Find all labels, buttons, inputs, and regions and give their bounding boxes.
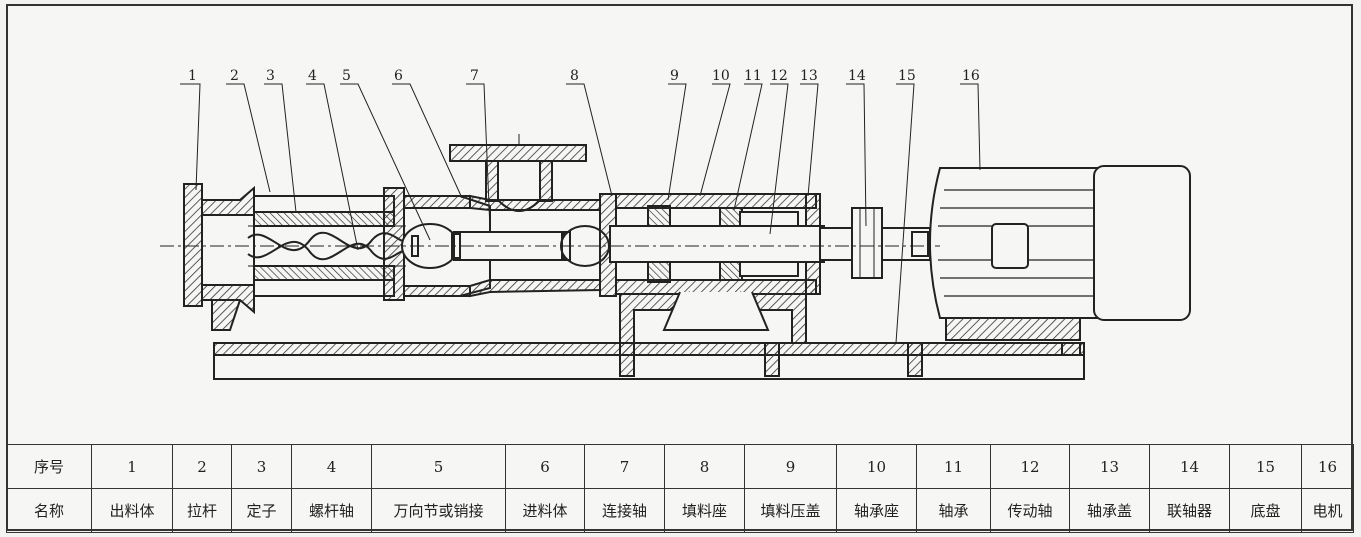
part-number-11: 11: [916, 444, 991, 489]
callout-9: 9: [670, 68, 679, 84]
part-number-9: 9: [744, 444, 837, 489]
part-number-15: 15: [1229, 444, 1302, 489]
callout-13: 13: [800, 68, 818, 84]
callout-6: 6: [394, 68, 403, 84]
part-name-3: 定子: [231, 488, 292, 533]
part-number-2: 2: [172, 444, 232, 489]
part-name-13: 轴承盖: [1069, 488, 1150, 533]
part-name-15: 底盘: [1229, 488, 1302, 533]
part-name-1: 出料体: [91, 488, 173, 533]
part-number-5: 5: [371, 444, 506, 489]
part-number-14: 14: [1149, 444, 1230, 489]
part-name-11: 轴承: [916, 488, 991, 533]
part-number-7: 7: [584, 444, 665, 489]
part-name-2: 拉杆: [172, 488, 232, 533]
callout-12: 12: [770, 68, 788, 84]
base-plate: [213, 342, 1085, 380]
bearing-housing: [599, 193, 825, 344]
part-number-1: 1: [91, 444, 173, 489]
row-name-header: 名称: [6, 488, 92, 533]
callout-labels: 1 2 3 4 5 6 7 8 9 10 11 12 13 14 15 16: [188, 68, 980, 84]
part-number-3: 3: [231, 444, 292, 489]
callout-7: 7: [470, 68, 479, 84]
part-name-12: 传动轴: [990, 488, 1070, 533]
part-name-14: 联轴器: [1149, 488, 1230, 533]
part-name-6: 进料体: [505, 488, 585, 533]
part-number-13: 13: [1069, 444, 1150, 489]
part-number-8: 8: [664, 444, 745, 489]
callout-2: 2: [230, 68, 239, 84]
part-number-16: 16: [1301, 444, 1354, 489]
part-name-9: 填料压盖: [744, 488, 837, 533]
callout-4: 4: [308, 68, 317, 84]
part-name-10: 轴承座: [836, 488, 917, 533]
part-number-4: 4: [291, 444, 372, 489]
callout-14: 14: [848, 68, 866, 84]
callout-16: 16: [962, 68, 980, 84]
part-number-12: 12: [990, 444, 1070, 489]
motor: [929, 165, 1191, 341]
part-name-4: 螺杆轴: [291, 488, 372, 533]
inlet-body: [403, 134, 601, 298]
number-row: 序号 1 2 3 4 5 6 7 8 9 10 11 12 13 14 15 1…: [6, 444, 1354, 489]
row-number-header: 序号: [6, 444, 92, 489]
callout-5: 5: [342, 68, 351, 84]
part-name-8: 填料座: [664, 488, 745, 533]
part-name-5: 万向节或销接: [371, 488, 506, 533]
callout-11: 11: [744, 68, 762, 84]
callout-15: 15: [898, 68, 916, 84]
callout-3: 3: [266, 68, 275, 84]
parts-table: 序号 1 2 3 4 5 6 7 8 9 10 11 12 13 14 15 1…: [6, 444, 1354, 533]
drive-shaft: [819, 207, 931, 279]
part-name-16: 电机: [1301, 488, 1354, 533]
part-number-10: 10: [836, 444, 917, 489]
callout-10: 10: [712, 68, 730, 84]
screw-rotor: [247, 225, 407, 267]
callout-8: 8: [570, 68, 579, 84]
pump-assembly-drawing: 1 2 3 4 5 6 7 8 9 10 11 12 13 14 15 16: [160, 68, 1191, 380]
outlet-body: [183, 183, 255, 331]
leader-lines: [180, 83, 981, 344]
part-number-6: 6: [505, 444, 585, 489]
name-row: 名称 出料体 拉杆 定子 螺杆轴 万向节或销接 进料体 连接轴 填料座 填料压盖…: [6, 488, 1354, 533]
callout-1: 1: [188, 68, 197, 84]
part-name-7: 连接轴: [584, 488, 665, 533]
